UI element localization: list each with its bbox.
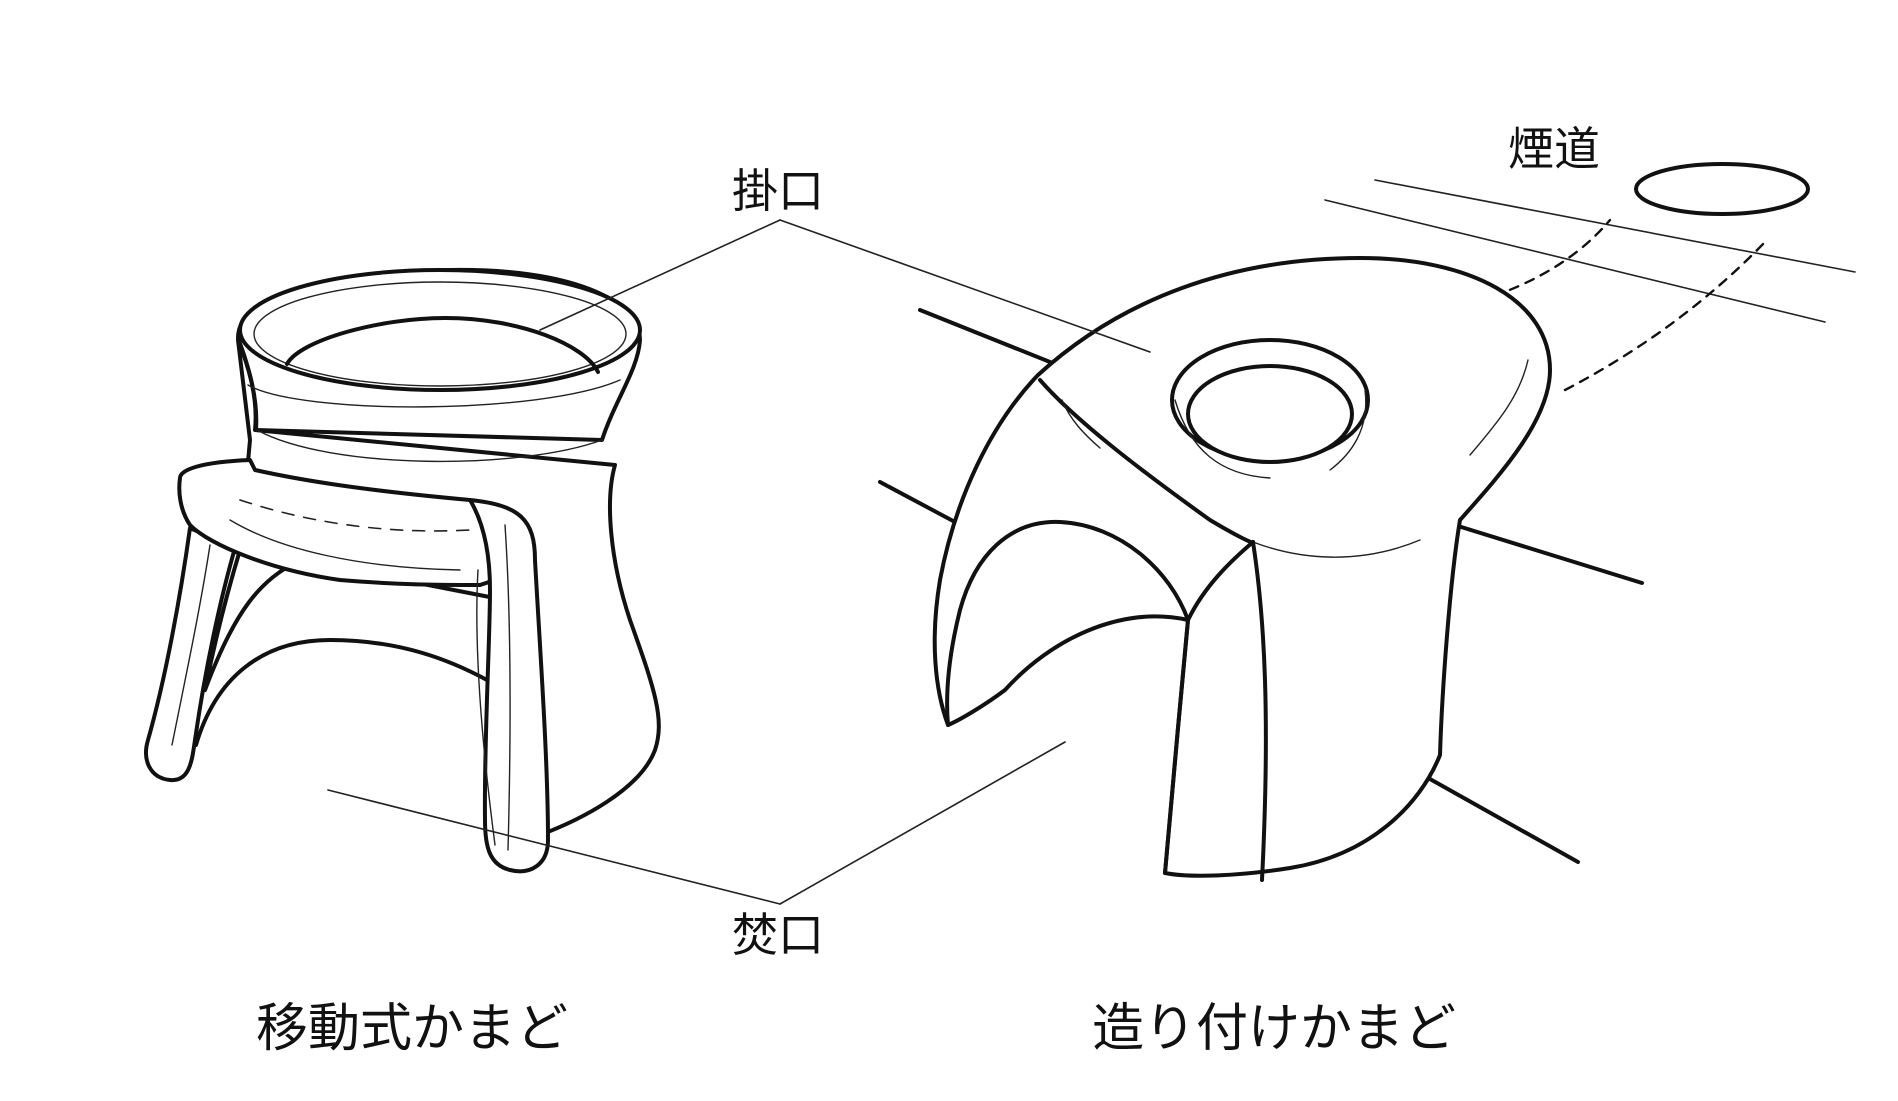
label-portable-stove: 移動式かまど [256, 999, 569, 1059]
flue [1324, 162, 1856, 392]
label-built-in-stove: 造り付けかまど [1092, 999, 1457, 1059]
built-in-background-lines [878, 308, 1644, 864]
built-in-pot-opening [1186, 364, 1354, 464]
portable-kamado [144, 267, 661, 874]
label-takiguchi: 焚口 [732, 908, 824, 962]
label-entou: 煙道 [1508, 122, 1600, 176]
built-in-kamado [932, 256, 1552, 882]
flue-opening [1634, 162, 1810, 216]
portable-pot-opening-rim [238, 268, 642, 392]
leader-lines [327, 219, 1151, 905]
label-kakeguchi: 掛口 [732, 164, 824, 218]
